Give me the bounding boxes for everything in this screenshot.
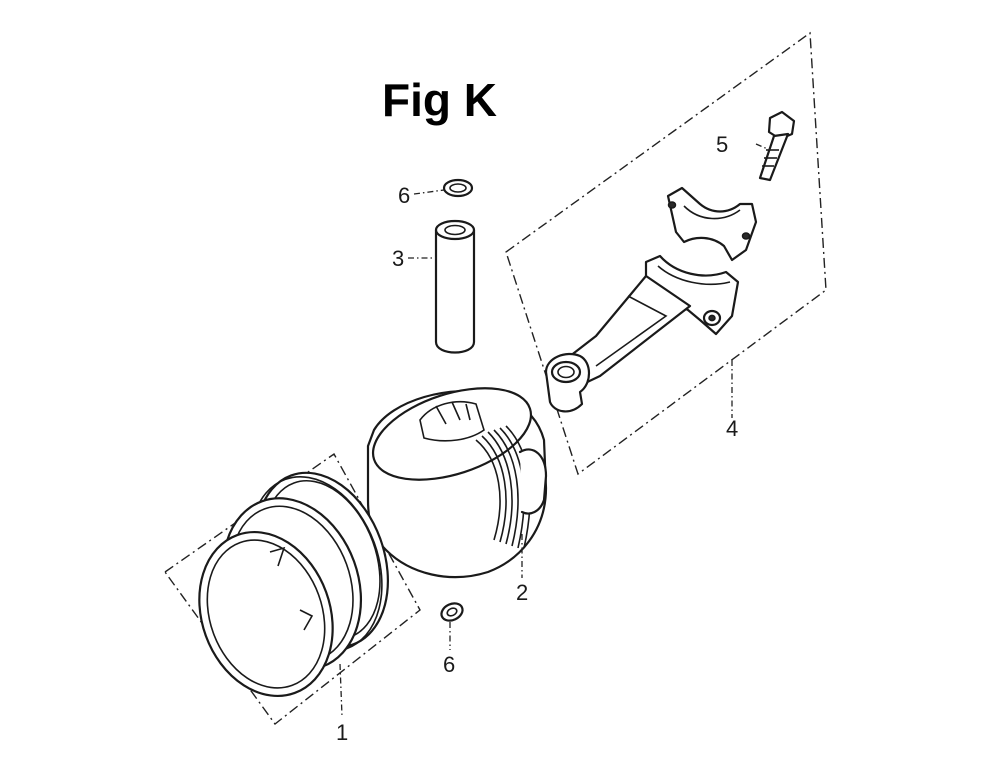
rod-bolt-part — [758, 110, 796, 182]
piston-rings-part — [198, 471, 389, 698]
leader-line-6-top — [413, 189, 445, 195]
callout-3: 3 — [392, 246, 404, 271]
leader-line-5 — [755, 143, 771, 151]
pin-clip-top-part — [442, 178, 474, 198]
connecting-rod-group-boundary — [505, 31, 827, 476]
piston-pin-part — [434, 219, 476, 354]
pin-clip-bottom-part — [440, 602, 464, 622]
callout-5: 5 — [716, 132, 728, 157]
callout-6-top: 6 — [398, 183, 410, 208]
callout-4: 4 — [726, 416, 738, 441]
figure-title: Fig K — [382, 74, 497, 126]
connecting-rod-part — [544, 186, 758, 413]
piston-part — [366, 387, 548, 579]
callout-1: 1 — [336, 720, 348, 745]
callout-6-bottom: 6 — [443, 652, 455, 677]
ring-set-group-boundary — [164, 452, 421, 726]
leader-line-1 — [339, 663, 343, 717]
callout-2: 2 — [516, 580, 528, 605]
